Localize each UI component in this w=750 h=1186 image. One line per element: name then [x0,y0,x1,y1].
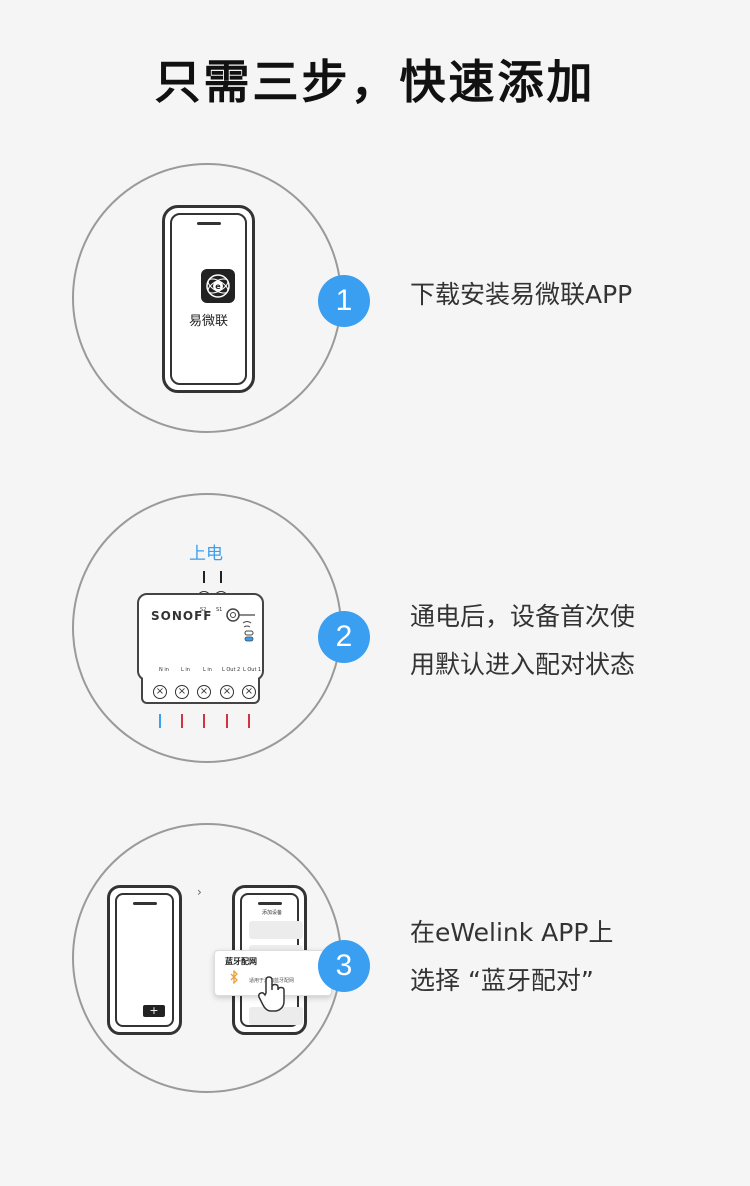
pairing-button-icon [226,608,255,642]
chevron-right-icon: › [197,885,202,899]
step-number-badge: 1 [318,275,370,327]
live-wire [248,714,250,728]
terminal-label: L in [203,667,212,673]
step-description: 通电后，设备首次使 用默认进入配对状态 [410,593,635,689]
step-2-illustration: 上电 × × S2 S1 SONOFF N in L in L in L Out… [72,493,342,763]
app-name-label: 易微联 [188,314,228,329]
step-1: e 易微联 1 下载安装易微联APP [0,163,750,443]
step-description-line: 用默认进入配对状态 [410,650,636,679]
bluetooth-icon [230,970,238,984]
terminal-label: L in [181,667,190,673]
plus-icon: + [143,1005,165,1017]
terminal-screw: × [197,685,211,699]
terminal-screw: × [220,685,234,699]
phone-notch [132,902,157,905]
screen-header: 添加设备 [262,910,283,916]
brand-logo: SONOFF [151,609,213,623]
phone-notch [257,902,282,905]
power-wire [220,571,222,583]
live-wire [203,714,205,728]
sonoff-device: S2 S1 SONOFF N in L in L in L Out 2 L Ou… [137,593,264,681]
step-description-line: 下载安装易微联APP [410,280,633,309]
step-3-illustration: + › 添加设备 蓝牙配网 适用于添加蓝牙配网 › [72,823,342,1093]
live-wire [181,714,183,728]
step-2: 上电 × × S2 S1 SONOFF N in L in L in L Out… [0,493,750,773]
terminal-label: N in [159,667,169,673]
phone-illustration-home: + [107,885,182,1035]
step-3: + › 添加设备 蓝牙配网 适用于添加蓝牙配网 › 3 在eWelink [0,823,750,1103]
step-description: 在eWelink APP上 选择 “蓝牙配对” [410,909,613,1005]
terminal-label: S2 [200,607,207,613]
svg-text:e: e [215,282,221,291]
power-on-label: 上电 [189,544,223,564]
terminal-label: S1 [216,607,223,613]
step-1-illustration: e 易微联 [72,163,342,433]
step-description: 下载安装易微联APP [410,271,632,319]
step-description-line: 通电后，设备首次使 [410,602,636,631]
step-description-line: 选择 “蓝牙配对” [410,966,594,995]
card-title: 蓝牙配网 [225,957,257,966]
step-number-badge: 2 [318,611,370,663]
list-item [249,1007,303,1025]
terminal-screw: × [242,685,256,699]
hand-pointer-icon [258,976,285,1012]
phone-notch [196,222,221,225]
phone-illustration: e 易微联 [162,205,255,393]
terminal-label: L Out 2 [222,667,241,673]
power-wire [203,571,205,583]
step-description-line: 在eWelink APP上 [410,918,614,947]
neutral-wire [159,714,161,728]
list-item [249,921,303,939]
terminal-screw: × [175,685,189,699]
terminal-label: L Out 1 [243,667,262,673]
ewelink-app-icon: e [201,269,235,303]
step-number-badge: 3 [318,940,370,992]
terminal-screw: × [153,685,167,699]
page-title: 只需三步，快速添加 [154,55,596,109]
live-wire [226,714,228,728]
